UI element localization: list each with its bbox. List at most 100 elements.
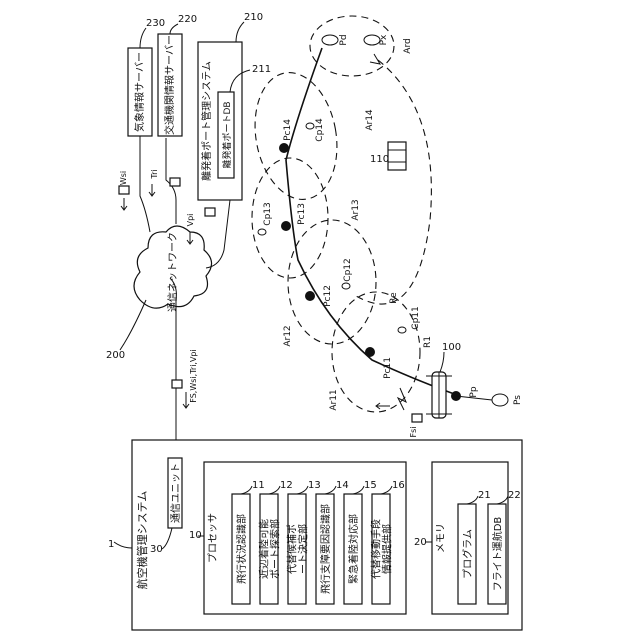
port-management-system: 離発着ポート管理システム 210 離発着ポートDB 211 <box>198 12 271 200</box>
processor-unit-13-ref: 13 <box>308 480 321 491</box>
vehicle-ref: 110 <box>370 154 389 165</box>
label-cp14: Cp14 <box>315 118 325 142</box>
port-pc13-dot <box>281 221 291 231</box>
label-ar11: Ar11 <box>329 389 339 410</box>
label-ar13: Ar13 <box>351 199 361 220</box>
port-ps-mark <box>492 394 508 406</box>
tri-label: Tri <box>150 169 159 179</box>
processor-unit-13-label: ート決定部 <box>297 524 310 574</box>
processor-unit-15-label: 緊急着陸対応部 <box>347 514 360 584</box>
tri-arrow <box>149 184 155 196</box>
label-pc12: Pc12 <box>323 285 333 307</box>
port-px-mark <box>364 35 380 45</box>
wsi-doc-icon <box>119 186 129 194</box>
communication-network: 通信ネットワーク 200 <box>106 226 212 361</box>
label-cp11: Cp11 <box>411 306 421 329</box>
detour-route <box>356 60 431 304</box>
port-system-ref: 210 <box>244 12 263 23</box>
traffic-server-ref: 220 <box>178 14 197 25</box>
fsi-label: Fsi <box>409 427 418 438</box>
memory-unit-21-ref: 21 <box>478 490 491 501</box>
vpi-label: Vpi <box>186 214 195 227</box>
label-re: Re <box>389 292 399 304</box>
port-db-ref: 211 <box>252 64 271 75</box>
aircraft-icon <box>426 372 452 418</box>
wsi-arrow <box>121 198 127 210</box>
area-ar11 <box>332 292 420 412</box>
processor-unit-16-ref: 16 <box>392 480 405 491</box>
system-leader-line <box>114 542 132 548</box>
network-leader <box>120 300 146 350</box>
traffic-server-label: 交通機関情報サーバー <box>163 35 176 135</box>
aircraft-leader <box>440 352 444 372</box>
processor-unit-15-ref: 15 <box>364 480 377 491</box>
label-ps: Ps <box>513 395 523 405</box>
comm-unit-ref: 30 <box>150 544 163 555</box>
signal-vpi: Vpi <box>186 208 215 244</box>
fsi-arrow <box>376 403 390 409</box>
port-pd-mark <box>322 35 338 45</box>
port-pc14-dot <box>279 143 289 153</box>
route-r1 <box>286 48 460 396</box>
label-ar12: Ar12 <box>283 325 293 346</box>
signal-tri: Tri <box>149 169 180 196</box>
label-px: Px <box>379 34 389 45</box>
network-label: 通信ネットワーク <box>167 232 179 312</box>
processor-unit-13-label: 代替候補ポ <box>286 524 299 574</box>
label-pp: Pp <box>469 386 479 397</box>
processor-unit-12-ref: 12 <box>280 480 293 491</box>
label-pc13: Pc13 <box>297 203 307 225</box>
label-r1: R1 <box>423 336 433 348</box>
detour-arrowhead <box>370 54 380 64</box>
label-pd: Pd <box>339 34 349 45</box>
processor-unit-16-label: 代替移動手段 <box>370 519 383 579</box>
comm-unit-label: 通信ユニット <box>170 463 182 523</box>
tri-doc-icon <box>170 178 180 186</box>
flight-map: 100 110 Fsi Pd Px Ps Pp Pc11 Pc12 Pc13 P… <box>245 16 523 438</box>
network-ref: 200 <box>106 350 125 361</box>
memory-label: メモリ <box>436 523 447 553</box>
wsi-label: Wsi <box>119 171 128 185</box>
processor-unit-11-ref: 11 <box>252 480 265 491</box>
system-ref-number: 1 <box>108 539 114 550</box>
vpi-arrow <box>187 232 193 244</box>
memory-unit-21-label: プログラム <box>461 529 474 579</box>
signal-wsi: Wsi <box>119 171 129 210</box>
aircraft-management-system: 1 航空機管理システム 通信ユニット 30 プロセッサ 10 飛行状況認識部11… <box>108 440 522 630</box>
processor-unit-14-ref: 14 <box>336 480 349 491</box>
vehicle-icon <box>388 142 406 170</box>
processor-unit-14-label: 飛行支障要因認識部 <box>319 504 332 594</box>
aircraft-rotors <box>426 372 452 418</box>
label-cp12: Cp12 <box>343 258 353 281</box>
fsi-doc-icon <box>412 414 422 422</box>
label-pc14: Pc14 <box>283 119 293 141</box>
memory-unit-22-ref: 22 <box>508 490 521 501</box>
link-weather-server <box>140 136 150 232</box>
port-pc12-dot <box>305 291 315 301</box>
processor-unit-16-label: 情報提供部 <box>381 524 394 574</box>
weather-server-ref: 230 <box>146 18 165 29</box>
processor-label: プロセッサ <box>207 513 219 563</box>
processor-unit-12-label: ポート探索部 <box>269 519 282 579</box>
port-db-label: 離発着ポートDB <box>221 101 233 168</box>
label-cp13: Cp13 <box>263 202 273 225</box>
port-system-label: 離発着ポート管理システム <box>200 61 213 181</box>
traffic-server-leader <box>170 24 178 34</box>
cand-cp12 <box>342 283 350 289</box>
system-title: 航空機管理システム <box>135 491 149 590</box>
port-system-leader <box>236 22 244 42</box>
fs-doc-icon <box>172 380 182 388</box>
port-pc11-dot <box>365 347 375 357</box>
processor-unit-11-label: 飛行状況認識部 <box>235 514 248 584</box>
traffic-server: 交通機関情報サーバー 220 <box>158 14 197 136</box>
label-ar14: Ar14 <box>365 109 375 131</box>
label-pc11: Pc11 <box>383 357 393 379</box>
area-ar12 <box>288 220 376 344</box>
memory-ref: 20 <box>414 537 427 548</box>
area-ar14 <box>245 66 346 206</box>
vpi-doc-icon <box>205 208 215 216</box>
label-ard: Ard <box>403 38 413 53</box>
fs-bundle-label: FS,Wsi,Tri,Vpi <box>189 349 198 402</box>
aircraft-ref: 100 <box>442 342 461 353</box>
